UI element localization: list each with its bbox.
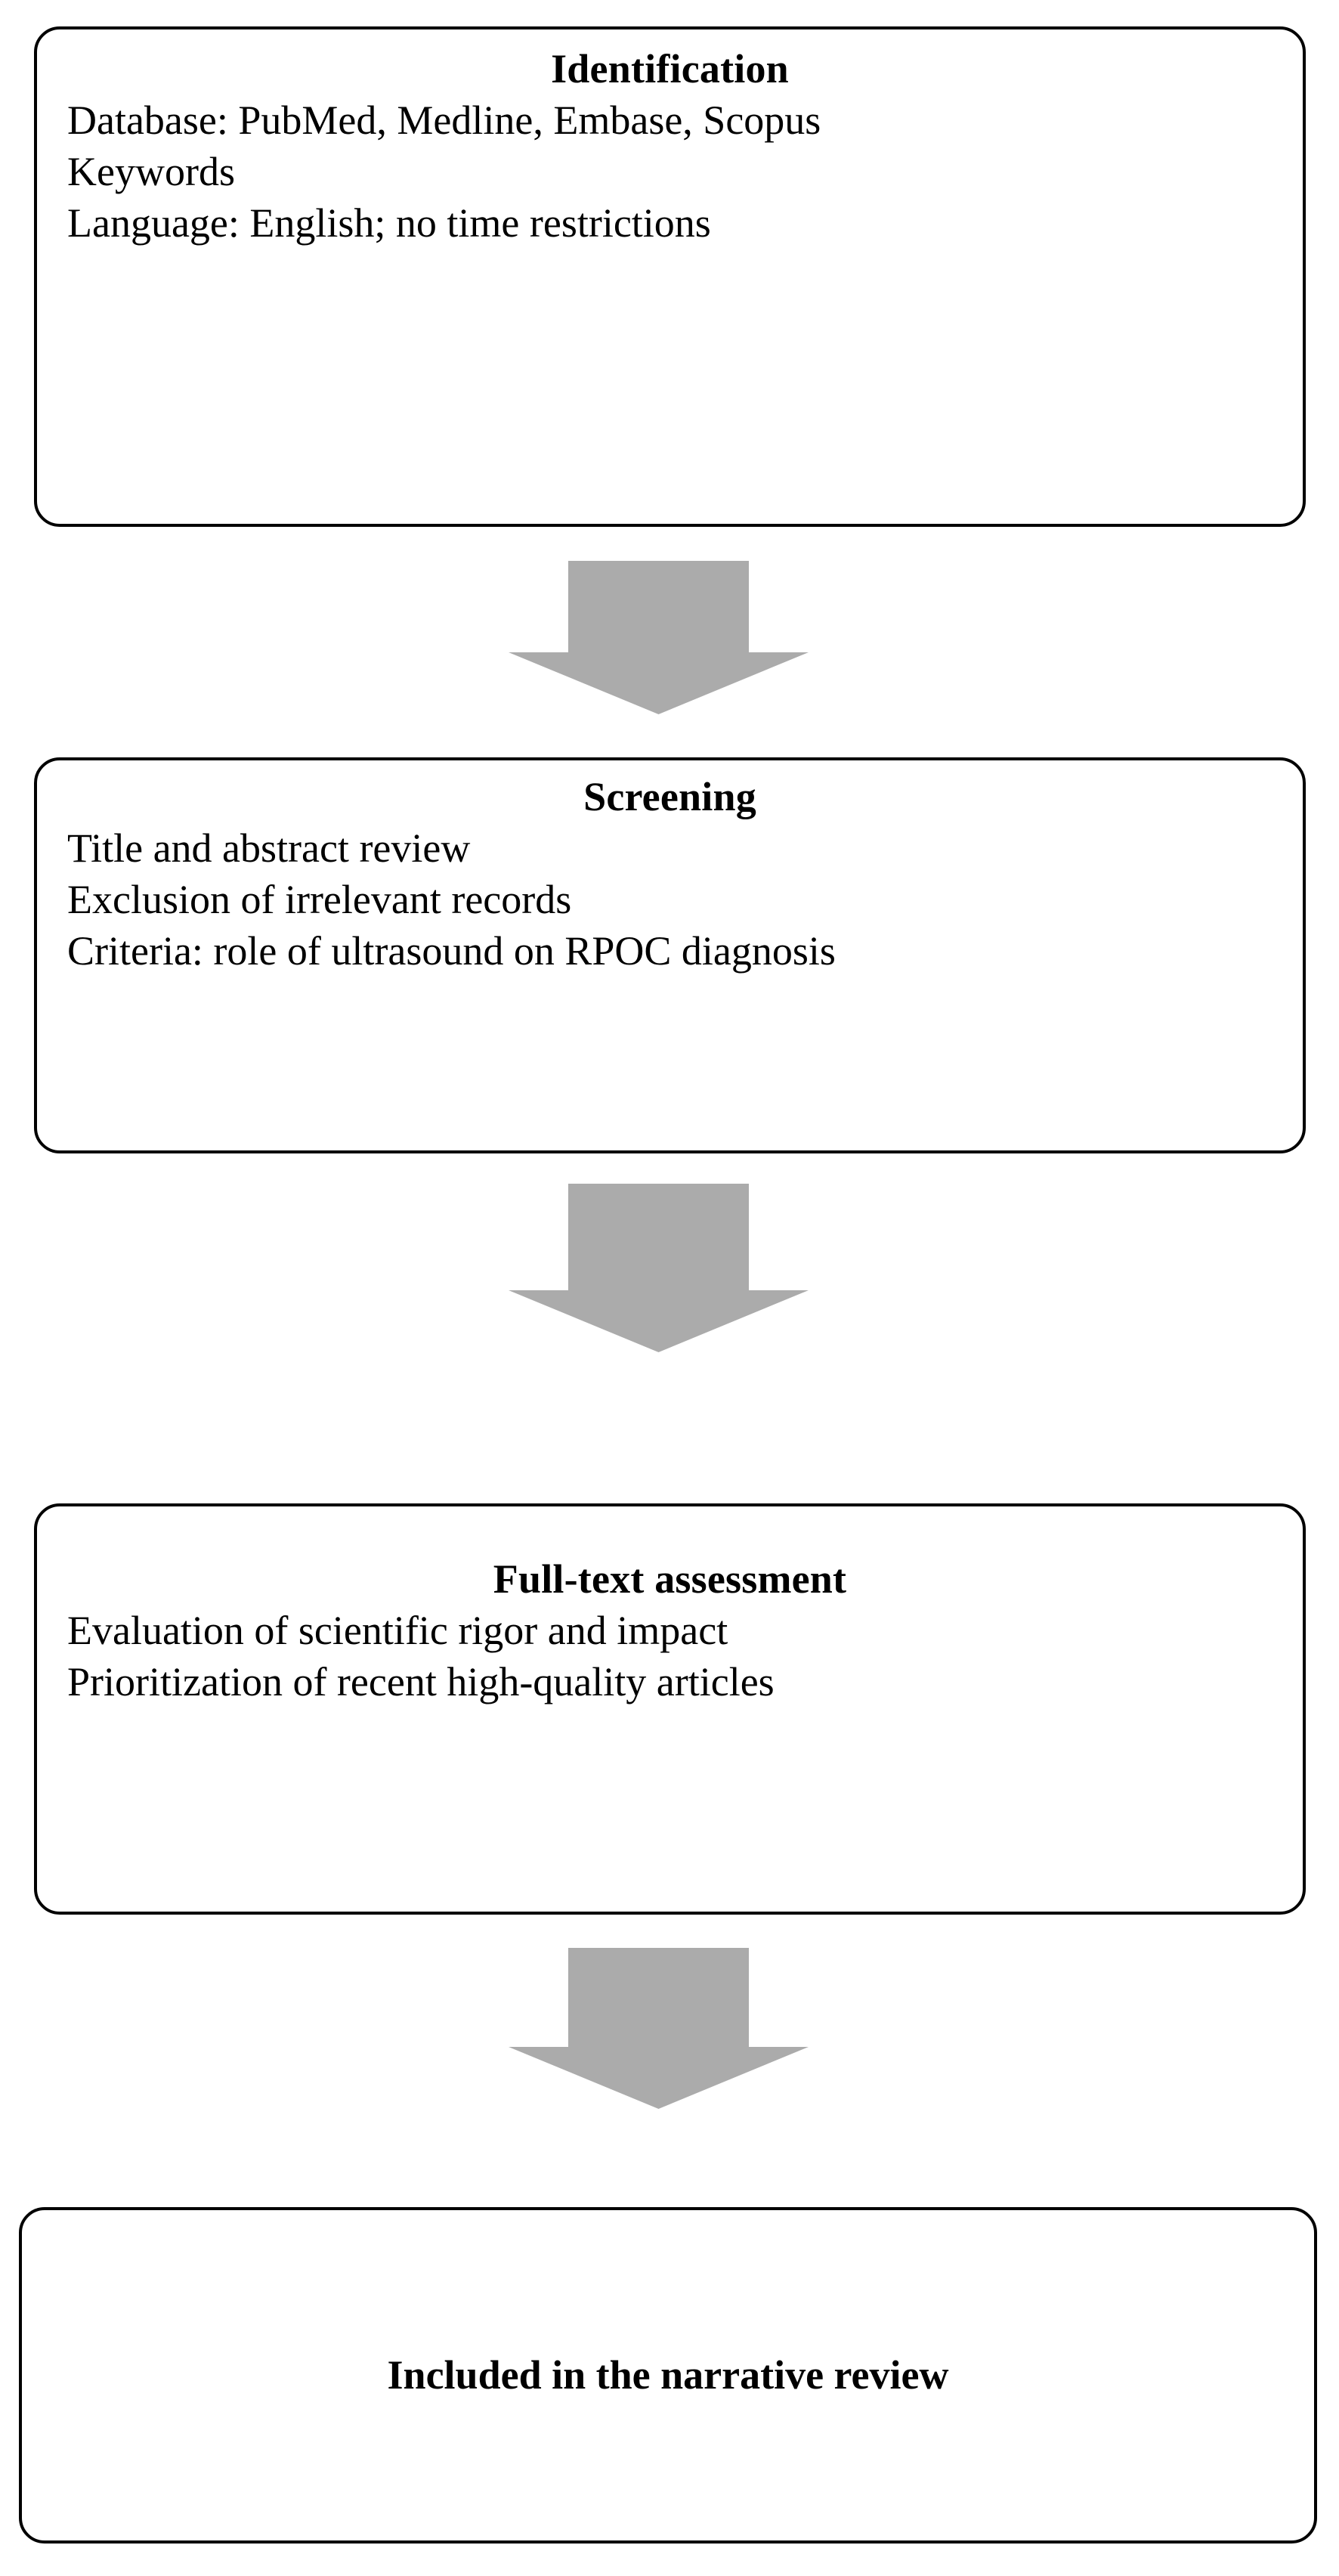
node-screening-line-1: Title and abstract review — [67, 825, 471, 872]
node-included-title: Included in the narrative review — [387, 2352, 949, 2398]
node-screening-content: Screening Title and abstract review Excl… — [67, 771, 1273, 977]
node-identification-line-2: Keywords — [67, 149, 235, 195]
down-arrow-icon — [509, 561, 809, 714]
node-fulltext-assessment-content: Full-text assessment Evaluation of scien… — [67, 1553, 1273, 1708]
node-fulltext-assessment-line-2: Prioritization of recent high-quality ar… — [67, 1659, 775, 1705]
node-screening-title: Screening — [583, 774, 756, 819]
node-screening-line-2: Exclusion of irrelevant records — [67, 877, 572, 923]
node-fulltext-assessment-title: Full-text assessment — [493, 1556, 847, 1602]
node-identification-line-3: Language: English; no time restrictions — [67, 200, 711, 246]
node-included-content: Included in the narrative review — [52, 2210, 1284, 2540]
node-identification-title: Identification — [551, 46, 789, 91]
node-identification: Identification Database: PubMed, Medline… — [34, 26, 1306, 527]
node-included: Included in the narrative review — [19, 2207, 1317, 2543]
node-fulltext-assessment-line-1: Evaluation of scientific rigor and impac… — [67, 1608, 728, 1654]
node-identification-content: Identification Database: PubMed, Medline… — [67, 43, 1273, 249]
node-fulltext-assessment: Full-text assessment Evaluation of scien… — [34, 1503, 1306, 1915]
node-identification-line-1: Database: PubMed, Medline, Embase, Scopu… — [67, 98, 821, 144]
node-screening: Screening Title and abstract review Excl… — [34, 757, 1306, 1153]
down-arrow-icon — [509, 1948, 809, 2109]
down-arrow-icon — [509, 1184, 809, 1352]
node-screening-line-3: Criteria: role of ultrasound on RPOC dia… — [67, 928, 836, 974]
